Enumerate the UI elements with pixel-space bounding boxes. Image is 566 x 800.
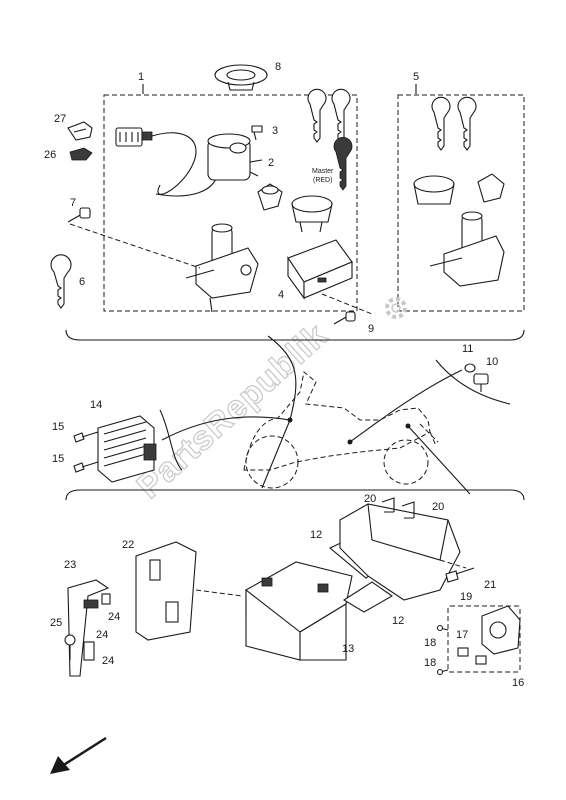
callout-5: 5 (413, 71, 419, 83)
section-divider-bottom (65, 489, 525, 501)
callout-10: 10 (486, 356, 498, 368)
callout-14: 14 (90, 399, 102, 411)
part-26-clip (69, 147, 93, 161)
callout-24b: 24 (96, 629, 108, 641)
leader-sensor (349, 369, 463, 443)
kit-5-cylinder (477, 173, 505, 203)
callout-6: 6 (79, 276, 85, 288)
callout-3: 3 (272, 125, 278, 137)
part-24-pads (83, 593, 111, 661)
callout-26: 26 (44, 149, 56, 161)
master-key-label: Master (RED) (312, 168, 334, 184)
kit-5-seat-lock (429, 211, 505, 287)
callout-24a: 24 (108, 611, 120, 623)
part-19-battery-case (339, 503, 461, 601)
callout-20a: 20 (364, 493, 376, 505)
callout-25: 25 (50, 617, 62, 629)
seat-lock-cap (291, 195, 333, 233)
svg-text:Master: Master (312, 168, 334, 175)
keys-set-1 (307, 88, 353, 191)
part-17-fuse (457, 647, 487, 665)
keys-set-2 (431, 96, 477, 151)
part-23-stay (67, 579, 110, 677)
kit-16-box (447, 605, 521, 673)
callout-16: 16 (512, 677, 524, 689)
part-18-screws (436, 624, 449, 676)
part-4-immobilizer-unit (287, 239, 353, 300)
part-27-clip (67, 121, 93, 141)
part-7-bolt (67, 207, 91, 223)
part-10-sensor (473, 373, 489, 392)
leader-9 (321, 293, 373, 315)
part-14-rectifier (97, 415, 157, 483)
callout-19: 19 (460, 591, 472, 603)
arrow-down-left-icon (50, 736, 107, 774)
kit-5-box (397, 94, 525, 312)
callout-1: 1 (138, 71, 144, 83)
callout-27: 27 (54, 113, 66, 125)
part-20-clips (381, 497, 415, 519)
part-15-bolts (73, 431, 99, 473)
svg-text:(RED): (RED) (313, 177, 332, 184)
callout-20b: 20 (432, 501, 444, 513)
callout-24c: 24 (102, 655, 114, 667)
part-16-relay (481, 605, 521, 655)
part-6-key (50, 254, 72, 309)
callout-11: 11 (462, 343, 473, 355)
part-21-bolt (445, 567, 475, 583)
callout-8: 8 (275, 61, 281, 73)
callout-18a: 18 (424, 637, 436, 649)
part-13-battery (245, 561, 353, 661)
callout-18b: 18 (424, 657, 436, 669)
callout-2: 2 (268, 157, 274, 169)
part-25-bolt (64, 634, 76, 660)
leader-21 (439, 559, 467, 569)
leader-main-switch (267, 335, 297, 421)
part-2-main-switch (115, 127, 263, 197)
seat-lock-assembly (185, 223, 259, 313)
part-22-bracket (135, 541, 197, 641)
lock-cylinder (257, 183, 283, 211)
callout-17: 17 (456, 629, 468, 641)
kit-5-cap (413, 175, 455, 205)
gear-icon (385, 297, 407, 319)
callout-4: 4 (278, 289, 284, 301)
leader-7 (69, 223, 201, 269)
kit-1-box (103, 94, 358, 312)
callout-21: 21 (484, 579, 496, 591)
callout-13: 13 (342, 643, 354, 655)
callout-12a: 12 (310, 529, 322, 541)
callout-15a: 15 (52, 421, 64, 433)
part-9-bolt (333, 311, 356, 325)
callout-7: 7 (70, 197, 76, 209)
leader-22 (195, 589, 243, 597)
callout-15b: 15 (52, 453, 64, 465)
part-3-screw (251, 125, 263, 141)
part-8-cover (214, 64, 268, 91)
part-11-washer (464, 363, 476, 373)
callout-23: 23 (64, 559, 76, 571)
section-divider-top (65, 329, 525, 341)
leader-battery (407, 425, 471, 495)
callout-labels: 1 2 3 4 5 6 7 8 9 10 11 12 12 13 14 15 1… (44, 61, 524, 689)
leader-rectifier (161, 416, 291, 441)
leader-battery-2 (261, 419, 291, 489)
callout-12b: 12 (392, 615, 404, 627)
callout-22: 22 (122, 539, 134, 551)
bracket-left (159, 409, 183, 471)
bracket-right (435, 359, 511, 405)
callout-9: 9 (368, 323, 374, 335)
